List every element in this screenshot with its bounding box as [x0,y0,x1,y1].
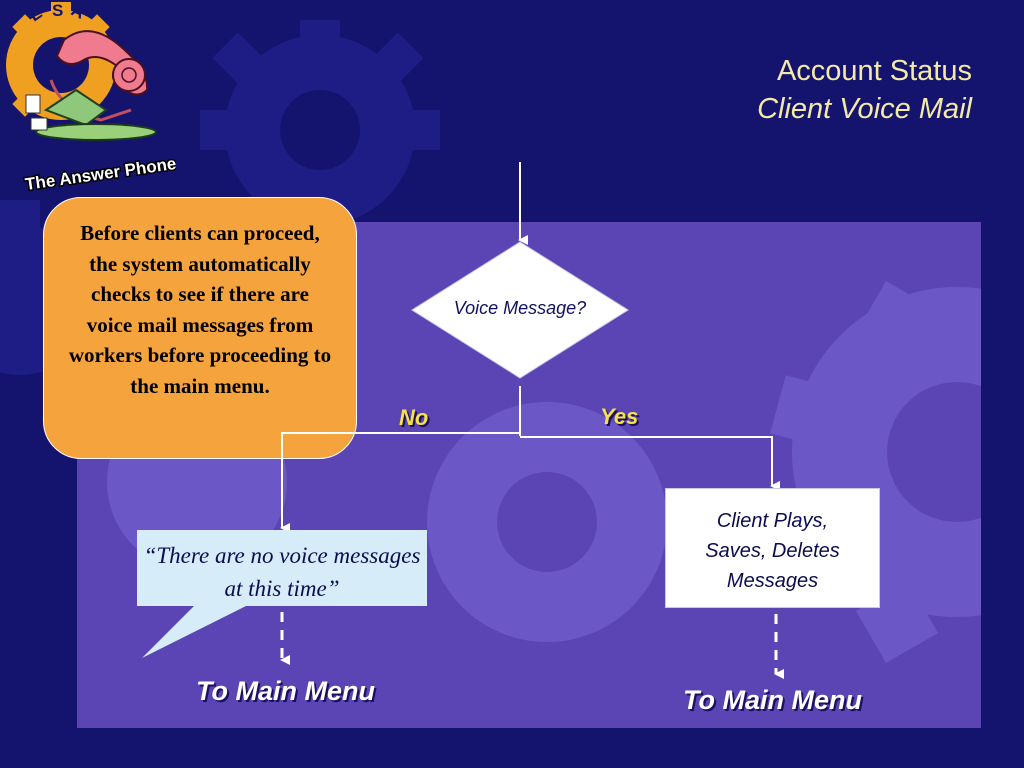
client-actions-line: Client Plays, [716,510,829,532]
logo-letter: S [52,1,63,20]
client-actions-line: Messages [726,570,819,592]
callout-tail [142,604,250,658]
telephone-icon [25,30,157,141]
no-branch-label: No [399,405,429,430]
client-actions-box: Client Plays, Saves, Deletes Messages [665,488,880,608]
answer-phone-logo: E S A The Answer Phone [6,0,176,195]
client-actions-line: Saves, Deletes [705,540,840,562]
yes-branch-to-main-menu: To Main Menu [683,685,862,715]
decision-diamond [411,241,629,379]
slide-title-block: Account Status Client Voice Mail [757,52,972,128]
explanation-note: Before clients can proceed, the system a… [43,197,357,459]
yes-branch-label: Yes [600,404,639,429]
no-messages-callout: “There are no voice messages at this tim… [137,530,427,606]
yes-branch-line [520,436,780,491]
slide-title: Account Status [776,55,972,87]
slide-subtitle: Client Voice Mail [757,93,972,125]
no-branch-to-main-menu: To Main Menu [196,676,375,706]
no-branch-line [280,432,520,533]
decision-label: Voice Message? [453,298,587,318]
